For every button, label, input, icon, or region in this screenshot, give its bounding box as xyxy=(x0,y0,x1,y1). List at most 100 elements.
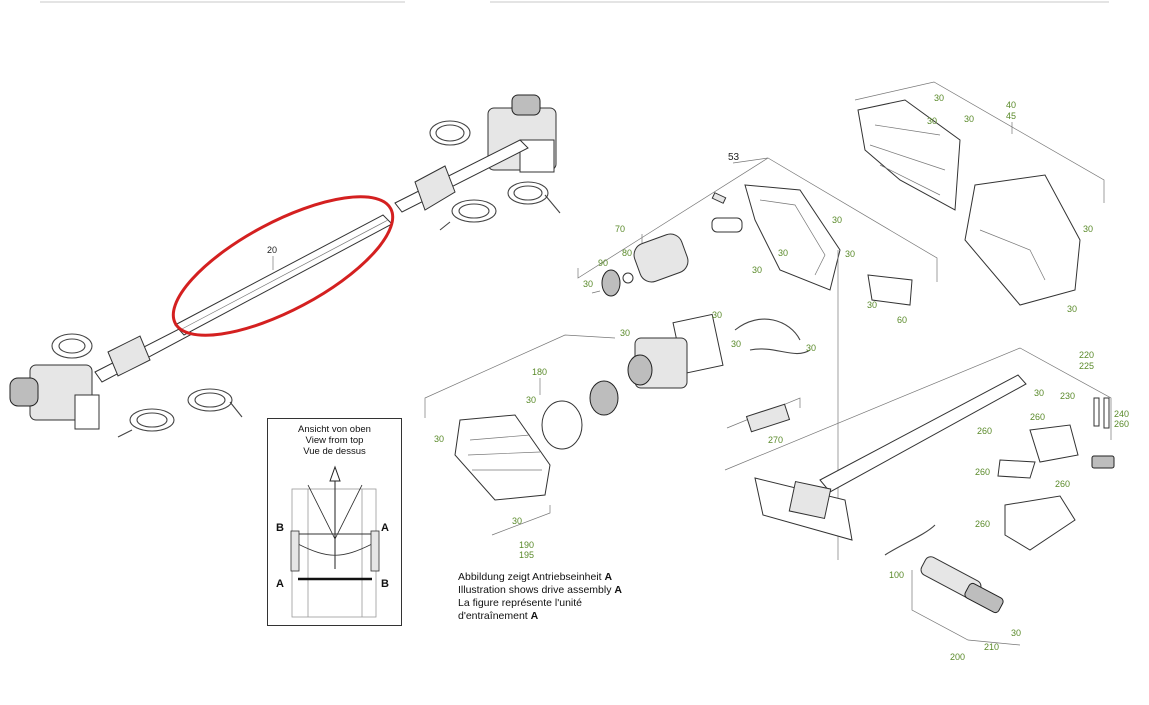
callout-260-c: 260 xyxy=(977,426,992,436)
inset-curve xyxy=(297,543,373,556)
upper-motor-cap xyxy=(511,94,541,116)
spindle-cable xyxy=(884,524,936,556)
cover-shell xyxy=(964,174,1081,306)
fan-wheel xyxy=(589,380,619,416)
callout-30-j: 30 xyxy=(1083,224,1093,234)
inset-letter-a-bottom: A xyxy=(276,578,284,590)
callout-45: 45 xyxy=(1006,111,1016,121)
motor-flange xyxy=(541,400,583,450)
upper-cable-coil-1 xyxy=(429,120,471,146)
lower-cable-coil-1-inner xyxy=(58,338,86,354)
callout-30-i: 30 xyxy=(927,116,937,126)
clamp-60 xyxy=(867,274,913,306)
inset-unit-left xyxy=(290,530,300,572)
connector-plug xyxy=(1091,455,1115,469)
inset-sightline-2 xyxy=(334,484,363,540)
group-outline-40 xyxy=(854,81,1105,203)
end-block xyxy=(788,480,832,520)
inset-sightline-1 xyxy=(307,484,336,540)
caption-text-de: Abbildung zeigt Antriebseinheit xyxy=(458,571,602,583)
callout-180: 180 xyxy=(532,367,547,377)
upper-cable-coil-3 xyxy=(451,199,497,223)
group-outline-180 xyxy=(424,334,616,418)
inset-title-fr: Vue de dessus xyxy=(303,446,366,457)
callout-200: 200 xyxy=(950,652,965,662)
upper-bracket xyxy=(414,165,456,211)
caption-letter-en: A xyxy=(614,584,622,596)
upper-cable-coil-1-inner xyxy=(435,124,465,142)
bolt-230 xyxy=(1093,397,1100,427)
caption-line-fr1: La figure représente l'unité xyxy=(458,597,698,610)
upper-cable-coil-2 xyxy=(507,181,549,205)
callout-30-q: 30 xyxy=(434,434,444,444)
exploded-drive-unit: 53 70 80 90 30 30 30 30 30 30 60 40 45 xyxy=(424,81,1129,662)
rail-assembly-drawing: 20 xyxy=(9,94,561,438)
callout-260-f: 260 xyxy=(975,519,990,529)
highlight-ellipse xyxy=(171,195,395,337)
spindle-spring xyxy=(964,582,1004,614)
inset-letter-b-top: B xyxy=(276,522,284,534)
mount-bracket xyxy=(1004,495,1076,551)
callout-260-e: 260 xyxy=(1055,479,1070,489)
inset-title: Ansicht von oben View from top Vue de de… xyxy=(268,424,401,457)
caption-line-en: Illustration shows drive assembly A xyxy=(458,584,698,597)
washer-80 xyxy=(622,272,634,284)
inset-frame xyxy=(291,488,377,618)
callout-260-d: 260 xyxy=(975,467,990,477)
callout-30-o: 30 xyxy=(806,343,816,353)
upper-rail xyxy=(394,139,529,213)
bolt-240 xyxy=(1103,397,1110,429)
upper-cable-coil-2-inner xyxy=(513,185,543,201)
callout-225: 225 xyxy=(1079,361,1094,371)
caption-text-en: Illustration shows drive assembly xyxy=(458,584,612,596)
tube-part-20-edge xyxy=(179,219,389,331)
fan-cover xyxy=(454,414,551,501)
callout-190: 190 xyxy=(519,540,534,550)
gearbox-detail xyxy=(759,199,826,276)
caption-letter-de: A xyxy=(604,571,613,583)
callout-240: 240 xyxy=(1114,409,1129,419)
lower-cable-coil-3-inner xyxy=(136,412,168,428)
callout-30-f: 30 xyxy=(867,300,877,310)
callout-30-m: 30 xyxy=(712,310,722,320)
key-pin xyxy=(711,192,727,204)
callout-70: 70 xyxy=(615,224,625,234)
callout-30-n: 30 xyxy=(731,339,741,349)
lower-cable-coil-1 xyxy=(51,333,93,359)
upper-gear-box xyxy=(519,139,555,173)
rail-section xyxy=(819,374,1027,493)
callout-260-a: 260 xyxy=(1114,419,1129,429)
lower-motor-cap xyxy=(9,377,39,407)
shaft xyxy=(711,217,743,233)
fan-cover-fins xyxy=(467,434,542,471)
caption-line-de: Abbildung zeigt Antriebseinheit A xyxy=(458,571,698,584)
caption-line-fr2: d'entraînement A xyxy=(458,610,698,623)
callout-60: 60 xyxy=(897,315,907,325)
caption: Abbildung zeigt Antriebseinheit A Illust… xyxy=(458,571,698,623)
callout-53: 53 xyxy=(728,152,740,163)
fitting-slider xyxy=(997,459,1036,479)
callout-30-b: 30 xyxy=(832,215,842,225)
cover-inner-plate xyxy=(857,99,961,211)
callout-30-k: 30 xyxy=(1067,304,1077,314)
callout-100: 100 xyxy=(889,570,904,580)
fitting-plate xyxy=(1029,424,1079,463)
leader-53 xyxy=(732,157,769,164)
callout-90: 90 xyxy=(598,258,608,268)
upper-cable-coil-3-inner xyxy=(458,203,490,219)
caption-letter-fr: A xyxy=(530,610,539,622)
inset-letter-b-bottom: B xyxy=(381,578,389,590)
cover-ribs xyxy=(869,124,946,196)
callout-230: 230 xyxy=(1060,391,1075,401)
gear-90 xyxy=(601,269,621,297)
lower-cable-coil-2-inner xyxy=(194,392,226,408)
callout-195: 195 xyxy=(519,550,534,560)
lower-bracket xyxy=(107,335,151,377)
callout-30-a: 30 xyxy=(583,279,593,289)
caption-text-fr2: d'entraînement xyxy=(458,610,528,622)
callout-30-s: 30 xyxy=(1034,388,1044,398)
upper-cable-ends xyxy=(439,194,561,231)
callout-30-r: 30 xyxy=(512,516,522,526)
inset-arrow-head xyxy=(329,465,341,482)
